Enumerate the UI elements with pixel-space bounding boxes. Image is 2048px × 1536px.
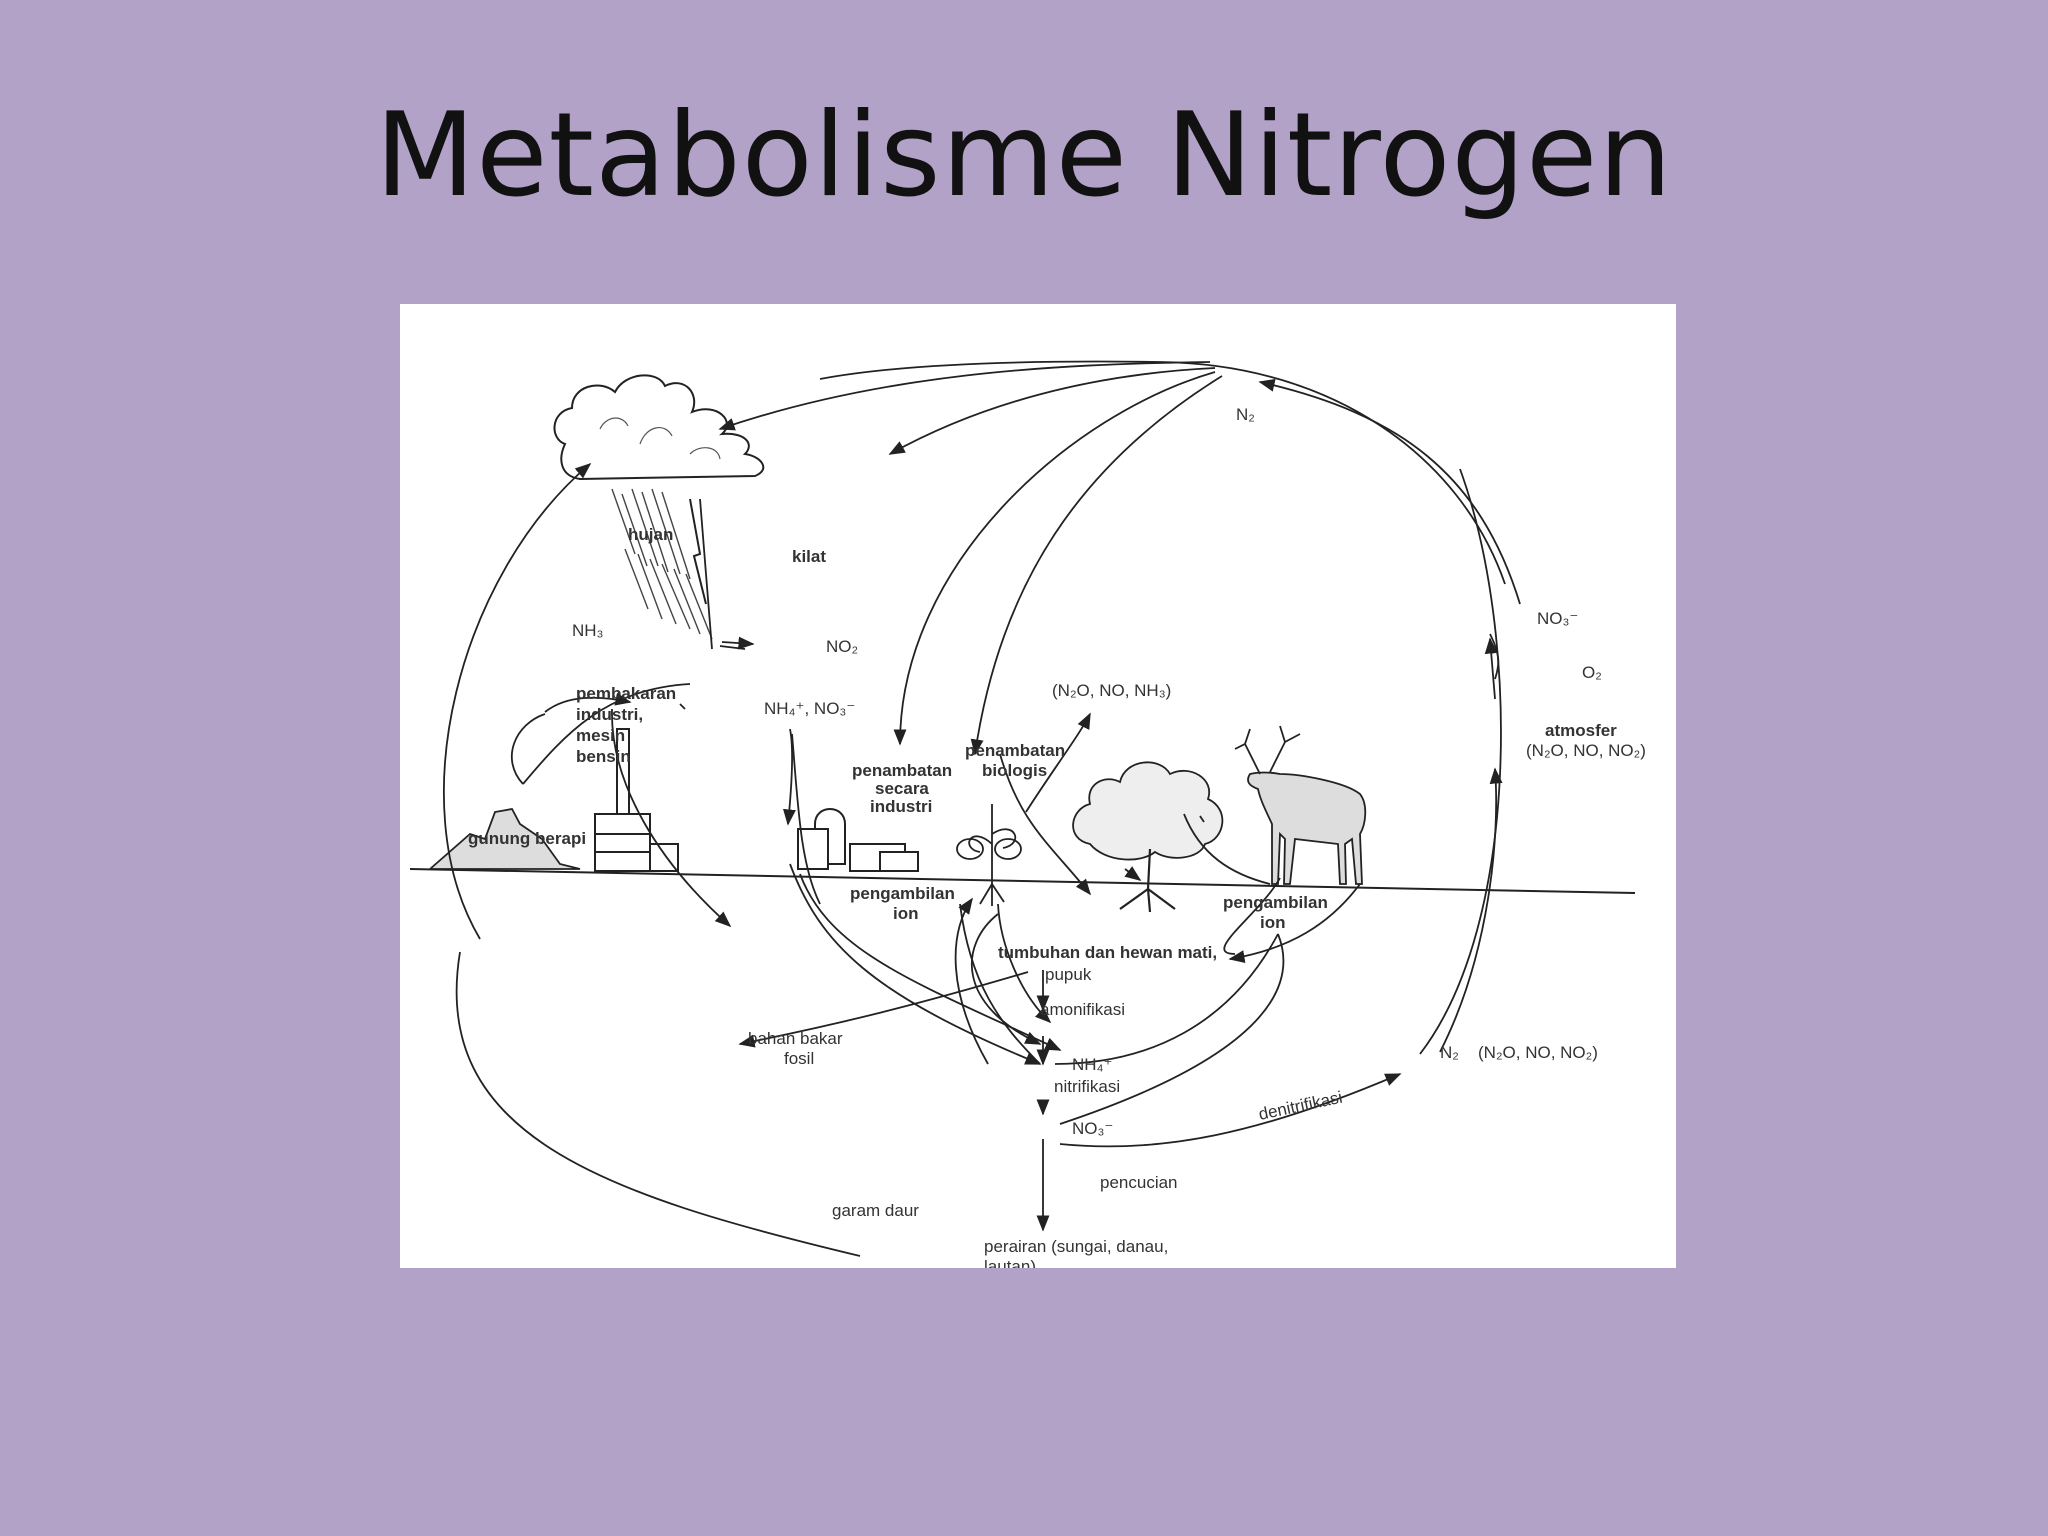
denitrifikasi-label: denitrifikasi (1257, 1088, 1344, 1124)
bahan-bakar-fosil-label-1: bahan bakar (748, 1029, 843, 1048)
gases-bio-label: (N₂O, NO, NH₃) (1052, 681, 1171, 700)
perairan-label-2: lautan) (984, 1257, 1036, 1268)
nh3-label: NH₃ (572, 621, 603, 640)
n2-top-label: N₂ (1236, 405, 1255, 424)
penambatan-biologis-label-1: penambatan (965, 741, 1065, 760)
rain-icon (611, 488, 713, 640)
pembakaran-label-2: industri, (576, 705, 643, 724)
ground-line (409, 868, 1636, 894)
penambatan-industri-label-2: secara (875, 779, 929, 798)
n2-bottom-label: N₂ (1440, 1043, 1459, 1062)
pembakaran-label-1: pembakaran (576, 684, 676, 703)
nitrogen-cycle-diagram: N₂ hujan kilat NH₃ NO₂ pembakaran indust… (400, 304, 1676, 1268)
penambatan-biologis-label-2: biologis (982, 761, 1047, 780)
pengambilan-ion-right-label-2: ion (1260, 913, 1286, 932)
atmosfer-label-1: atmosfer (1545, 721, 1617, 740)
pembakaran-label-4: bensin (576, 747, 631, 766)
garam-daur-label: garam daur (832, 1201, 919, 1220)
no2-label: NO₂ (826, 637, 858, 656)
no3-top-right-label: NO₃⁻ (1537, 609, 1578, 628)
pengambilan-ion-left-label-2: ion (893, 904, 919, 923)
lightning-icon (689, 498, 707, 605)
nh4-no3-label: NH₄⁺, NO₃⁻ (764, 699, 855, 718)
kilat-label: kilat (792, 547, 826, 566)
penambatan-industri-label-3: industri (870, 797, 932, 816)
no3-label: NO₃⁻ (1072, 1119, 1113, 1138)
o2-label: O₂ (1582, 663, 1602, 682)
pembakaran-label-3: mesin (576, 726, 625, 745)
pengambilan-ion-right-label-1: pengambilan (1223, 893, 1328, 912)
pupuk-label: pupuk (1045, 965, 1092, 984)
amonifikasi-label: amonifikasi (1040, 1000, 1125, 1019)
deer-icon (1234, 725, 1367, 885)
gunung-berapi-label: gunung berapi (468, 829, 586, 848)
volcano-icon (427, 808, 581, 870)
nh4-label: NH₄⁺ (1072, 1055, 1112, 1074)
tumbuhan-hewan-mati-label: tumbuhan dan hewan mati, (998, 943, 1217, 962)
tree-icon (1072, 761, 1224, 913)
gases-bottom-label: (N₂O, NO, NO₂) (1478, 1043, 1598, 1062)
cycle-arrows (443, 360, 1521, 1257)
perairan-label-1: perairan (sungai, danau, (984, 1237, 1168, 1256)
industrial-plant-icon (797, 808, 919, 872)
penambatan-industri-label-1: penambatan (852, 761, 952, 780)
pengambilan-ion-left-label-1: pengambilan (850, 884, 955, 903)
nitrifikasi-label: nitrifikasi (1054, 1077, 1120, 1096)
atmosfer-label-2: (N₂O, NO, NO₂) (1526, 741, 1646, 760)
hujan-label: hujan (628, 525, 673, 544)
bahan-bakar-fosil-label-2: fosil (784, 1049, 814, 1068)
slide-title: Metabolisme Nitrogen (375, 88, 1673, 223)
plant-icon (956, 804, 1022, 906)
pencucian-label: pencucian (1100, 1173, 1178, 1192)
